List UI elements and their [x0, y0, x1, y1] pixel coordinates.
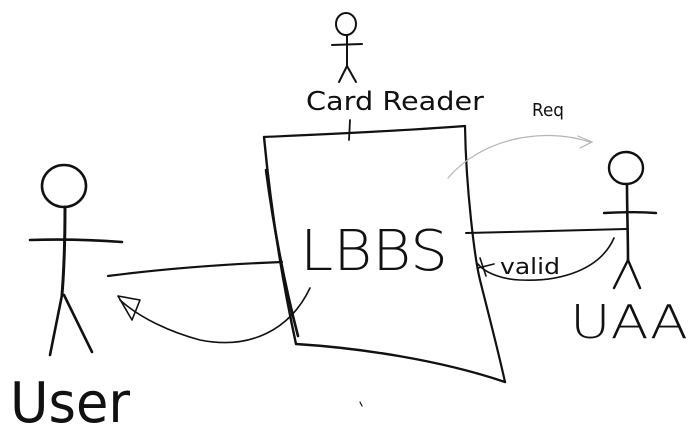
edge-system-uaa — [465, 228, 627, 234]
user-label: User — [10, 371, 131, 430]
edge-system-uaa-request — [447, 134, 591, 179]
arrowhead-system-uaa-request — [577, 135, 594, 149]
system-label: LBBS — [300, 219, 448, 284]
user-figure — [28, 163, 124, 357]
edge-label-valid: valid — [500, 255, 560, 280]
edge-user-system — [106, 260, 284, 278]
edge-card-reader-system — [348, 119, 351, 141]
card-reader-figure — [331, 12, 363, 83]
edge-uaa-system-valid — [477, 237, 615, 281]
edge-system-user — [119, 287, 311, 344]
stray-mark — [359, 401, 363, 407]
arrowhead-uaa-system-valid — [477, 257, 495, 277]
uaa-label: UAA — [570, 295, 688, 349]
edge-label-req: Req — [532, 100, 564, 121]
card-reader-label: Card Reader — [306, 87, 484, 117]
arrowhead-system-user — [117, 295, 141, 321]
uaa-figure — [602, 150, 658, 290]
